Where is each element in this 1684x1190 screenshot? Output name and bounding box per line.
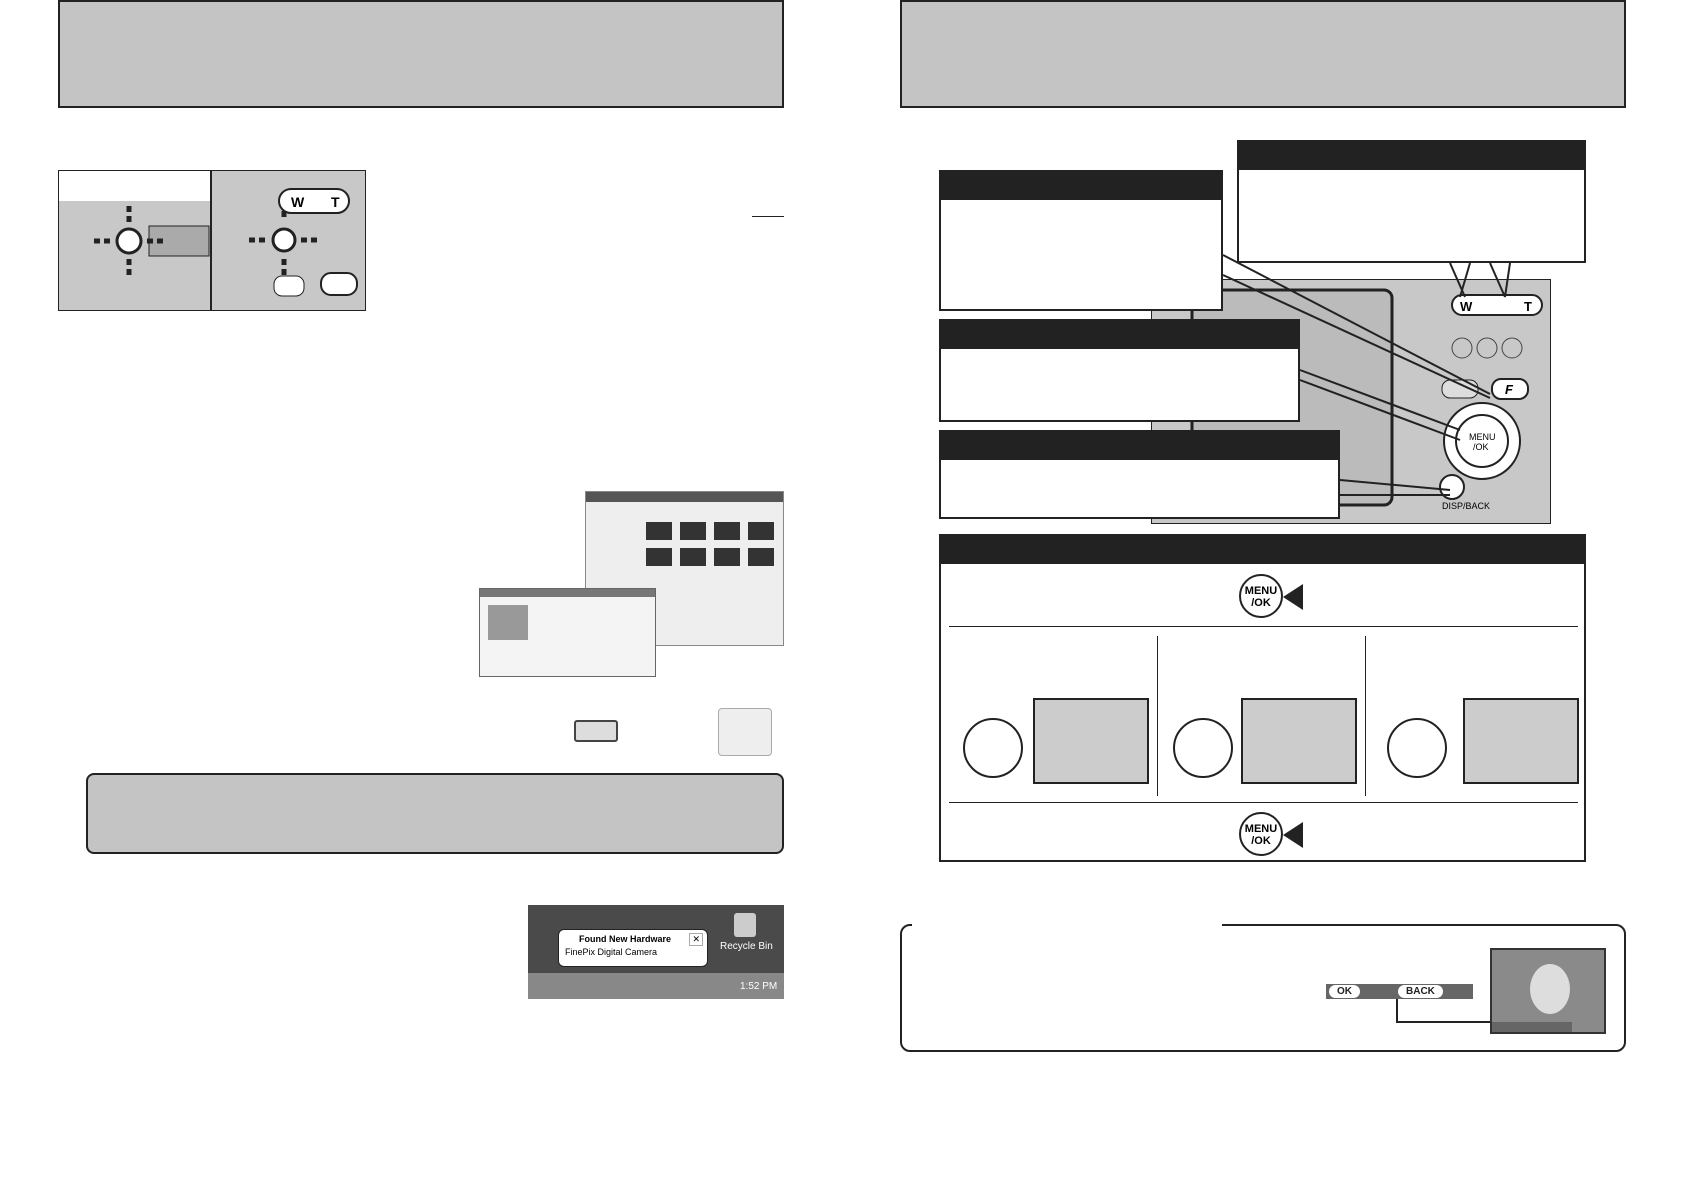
svg-text:/OK: /OK: [1473, 442, 1489, 452]
step-3-menu-screen: [1463, 698, 1579, 784]
note-box: [86, 773, 784, 854]
recycle-bin-icon[interactable]: [734, 913, 756, 937]
balloon-close-icon[interactable]: ✕: [689, 933, 703, 946]
recycle-bin-label: Recycle Bin: [720, 941, 773, 952]
svg-text:W: W: [291, 194, 305, 210]
step-3-dial: [1387, 718, 1447, 778]
menu-ok-usage-panel: MENU /OK MENU /OK: [939, 534, 1586, 862]
disp-back-label: DISP/BACK: [1442, 501, 1490, 511]
removable-disk-icon: [718, 708, 772, 756]
balloon-text: FinePix Digital Camera: [565, 947, 658, 957]
playback-photo-portrait: [1490, 948, 1606, 1034]
zoom-w-label: W: [1460, 299, 1473, 314]
menu-ok-button-bottom: MENU /OK: [1239, 812, 1283, 856]
press-arrow-icon: [1283, 584, 1303, 610]
left-page-header-box: [58, 0, 784, 108]
step-2-menu-screen: [1241, 698, 1357, 784]
callout-f-button: [939, 170, 1223, 311]
windows-taskbar-screenshot: Found New Hardware FinePix Digital Camer…: [528, 905, 784, 999]
zoom-t-label: T: [1524, 299, 1532, 314]
svg-text:MENU: MENU: [1469, 432, 1496, 442]
step-1-dial: [963, 718, 1023, 778]
press-arrow-icon: [1283, 822, 1303, 848]
clock: 1:52 PM: [740, 981, 778, 992]
step-2-dial: [1173, 718, 1233, 778]
callout-disp-back-button: [939, 430, 1340, 519]
usb-connector-icon: [574, 720, 618, 742]
save-images-dialog-screenshot: [479, 588, 656, 677]
menu-ok-button-top: MENU /OK: [1239, 574, 1283, 618]
svg-text:T: T: [331, 194, 340, 210]
back-label: BACK: [1398, 985, 1443, 998]
right-page-header-box: [900, 0, 1626, 108]
ok-label: OK: [1329, 985, 1360, 998]
callout-zoom-buttons: [1237, 140, 1586, 263]
found-new-hardware-balloon[interactable]: Found New Hardware FinePix Digital Camer…: [558, 929, 708, 967]
f-button-label: F: [1505, 382, 1514, 397]
finepixviewer-window-screenshot: [585, 491, 784, 646]
step-1-menu-screen: [1033, 698, 1149, 784]
callout-four-way-button: [939, 319, 1300, 422]
ok-back-guide-bar: OK BACK: [1326, 984, 1473, 999]
indicator-lamp-blink-icon: W T: [59, 171, 358, 310]
underline-mark: [752, 216, 784, 217]
camera-indicator-illustration: W T: [58, 170, 366, 311]
balloon-title: Found New Hardware: [579, 934, 672, 944]
playback-note-box: OK BACK: [900, 924, 1626, 1052]
